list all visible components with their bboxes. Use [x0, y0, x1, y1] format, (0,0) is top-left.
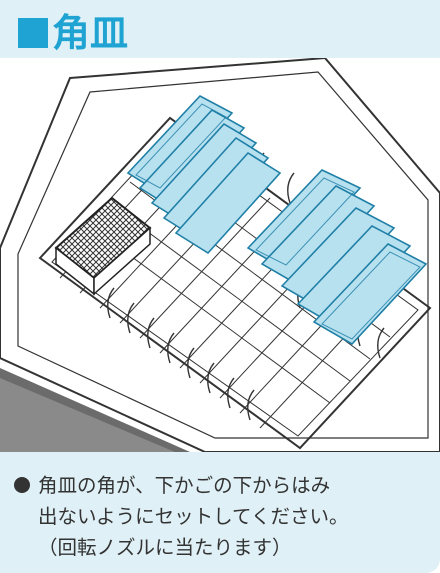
note-line-1: 角皿の角が、下かごの下からはみ	[14, 470, 436, 501]
tub-frame	[0, 58, 440, 452]
section-title: 角皿	[18, 14, 128, 52]
title-text: 角皿	[52, 11, 129, 55]
rack-illustration	[0, 58, 440, 452]
title-square-marker	[18, 18, 48, 48]
note-line-2: 出ないようにセットしてください。	[38, 505, 349, 528]
square-plates	[126, 95, 428, 346]
bullet-icon	[14, 477, 30, 493]
rack-drawing	[0, 58, 440, 452]
caution-note: 角皿の角が、下かごの下からはみ 出ないようにセットしてください。 （回転ノズルに…	[14, 470, 436, 563]
note-line-3: （回転ノズルに当たります）	[38, 536, 292, 559]
cutlery-basket	[54, 196, 152, 296]
lower-rack	[38, 116, 432, 450]
